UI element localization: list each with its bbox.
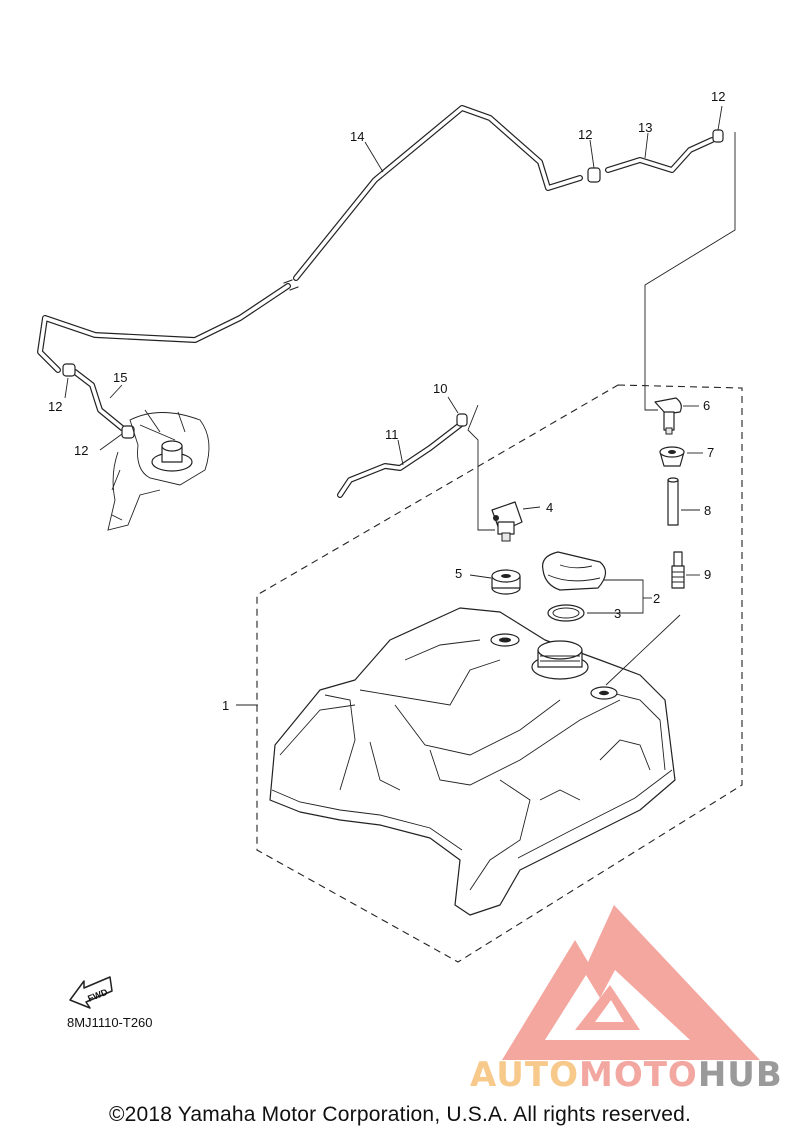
vent-hose-11[interactable] bbox=[337, 422, 463, 498]
callout-6: 6 bbox=[703, 398, 710, 413]
hose-15[interactable] bbox=[72, 369, 125, 431]
callout-10: 10 bbox=[433, 381, 447, 396]
valve-4[interactable] bbox=[491, 501, 523, 542]
joint-9[interactable] bbox=[671, 551, 685, 589]
leader-10-to-4 bbox=[467, 404, 495, 531]
clamp-12[interactable] bbox=[62, 129, 724, 439]
callout-7: 7 bbox=[707, 445, 714, 460]
callout-2: 2 bbox=[653, 591, 660, 606]
grommet-7[interactable] bbox=[659, 446, 685, 467]
callout-3: 3 bbox=[614, 606, 621, 621]
clamp-10[interactable] bbox=[456, 413, 468, 427]
hose-13[interactable] bbox=[605, 137, 715, 173]
breather-hose-14[interactable] bbox=[37, 105, 583, 373]
watermark-auto: AUTO bbox=[470, 1055, 579, 1095]
callout-12-b: 12 bbox=[578, 127, 592, 142]
callout-14: 14 bbox=[350, 129, 364, 144]
copyright-notice: ©2018 Yamaha Motor Corporation, U.S.A. A… bbox=[108, 1103, 692, 1126]
gasket-3[interactable] bbox=[547, 604, 585, 622]
callout-5: 5 bbox=[455, 566, 462, 581]
fuel-tank-1[interactable] bbox=[269, 607, 676, 916]
leader-hose-to-6 bbox=[644, 132, 736, 411]
callout-leaders bbox=[64, 105, 723, 706]
callout-4: 4 bbox=[546, 500, 553, 515]
fuel-cap-2[interactable] bbox=[541, 551, 607, 591]
watermark-text: AUTOMOTOHUB bbox=[470, 1055, 783, 1095]
grommet-5[interactable] bbox=[491, 569, 521, 595]
callout-11: 11 bbox=[385, 427, 399, 442]
watermark-moto: MOTO bbox=[578, 1055, 698, 1095]
leader-9-to-tank bbox=[605, 614, 681, 686]
watermark-hub: HUB bbox=[697, 1055, 783, 1095]
fwd-arrow-icon: FWD bbox=[69, 976, 113, 1009]
canister-mount bbox=[107, 409, 210, 531]
callout-12-a: 12 bbox=[711, 89, 725, 104]
fitting-6[interactable] bbox=[654, 397, 682, 435]
callout-12-d: 12 bbox=[74, 443, 88, 458]
watermark-logo-icon bbox=[502, 905, 760, 1060]
callout-1: 1 bbox=[222, 698, 229, 713]
callout-8: 8 bbox=[704, 503, 711, 518]
callout-15: 15 bbox=[113, 370, 127, 385]
diagram-code: 8MJ1110-T260 bbox=[67, 1015, 153, 1030]
callout-9: 9 bbox=[704, 567, 711, 582]
callout-12-c: 12 bbox=[48, 399, 62, 414]
assembly-boundary bbox=[256, 384, 743, 963]
callout-13: 13 bbox=[638, 120, 652, 135]
pipe-8[interactable] bbox=[667, 477, 679, 526]
